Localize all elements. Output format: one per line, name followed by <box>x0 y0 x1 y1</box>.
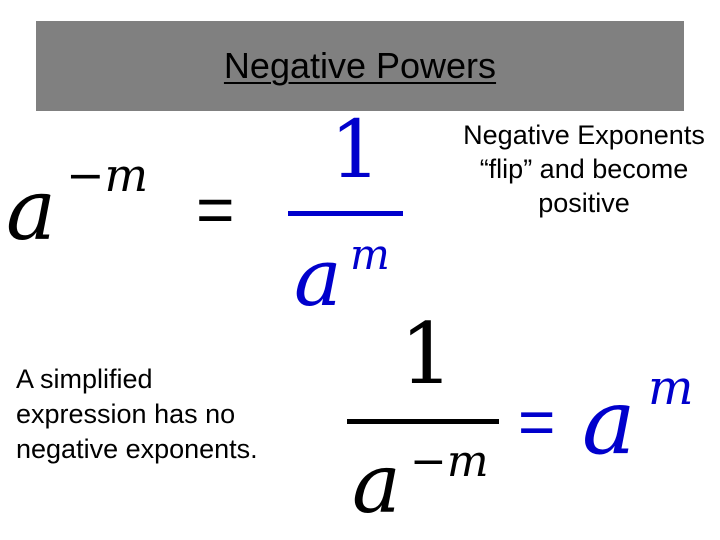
equals-sign-1: = <box>196 172 235 246</box>
fraction-bar-2 <box>347 419 499 424</box>
denominator-base-2: a <box>352 437 401 532</box>
equals-sign-2: = <box>518 386 556 458</box>
rhs-exponent: m <box>648 360 694 416</box>
lhs-base: a <box>6 161 57 259</box>
denominator-exponent-2: −m <box>410 436 489 487</box>
lhs-exponent: −m <box>66 148 149 202</box>
numerator-2: 1 <box>400 305 454 403</box>
rhs-base: a <box>582 370 636 475</box>
fraction-bar-1 <box>288 211 403 216</box>
denominator-exponent-1: m <box>350 230 390 279</box>
denominator-base-1: a <box>294 231 342 324</box>
slide-title: Negative Powers <box>223 45 497 86</box>
simplified-expression-note: A simplified expression has no negative … <box>16 364 258 464</box>
title-bar: Negative Powers <box>36 21 684 111</box>
numerator-1: 1 <box>330 103 381 196</box>
flip-explanation: Negative Exponents “flip” and become pos… <box>463 120 705 218</box>
